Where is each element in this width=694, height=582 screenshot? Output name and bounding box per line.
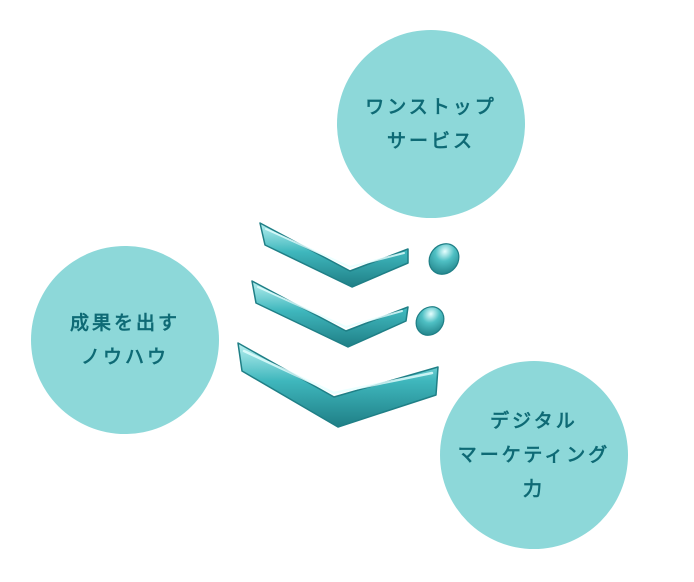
results-knowhow-label: 成果を出す ノウハウ [69, 312, 180, 368]
chevron-top-icon [259, 222, 409, 288]
chevron-middle-icon [251, 280, 409, 348]
digital-marketing-circle: デジタル マーケティング 力 [440, 361, 628, 549]
results-knowhow-circle: 成果を出す ノウハウ [31, 246, 219, 434]
chevron-bottom-icon [237, 342, 439, 428]
chevron-stack-logo-icon [237, 222, 460, 428]
one-stop-service-circle: ワンストップ サービス [337, 30, 525, 218]
digital-marketing-label: デジタル マーケティング 力 [457, 410, 611, 500]
dot-bottom-icon [415, 306, 445, 336]
one-stop-service-label: ワンストップ サービス [365, 96, 497, 152]
dot-top-icon [428, 243, 460, 275]
